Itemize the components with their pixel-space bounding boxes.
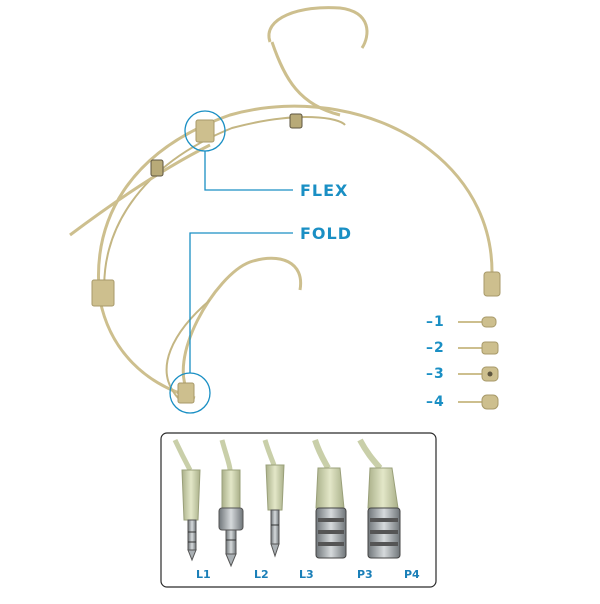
fold-leader-line xyxy=(189,232,293,373)
connector-label-l3: L3 xyxy=(299,568,314,581)
variant-label-2: –2 xyxy=(426,340,445,356)
variant-capsules xyxy=(458,316,499,410)
boom-block xyxy=(91,279,115,307)
connector-p3-image xyxy=(312,439,347,559)
variant-label-4: –4 xyxy=(426,394,445,410)
joint-top xyxy=(289,113,303,129)
connector-label-l1: L1 xyxy=(196,568,211,581)
connector-l3-image xyxy=(262,439,285,558)
flex-leader-line xyxy=(204,151,293,191)
lower-ear-hook xyxy=(181,256,303,396)
connector-l1-image xyxy=(172,438,201,562)
mic-capsule-main xyxy=(483,271,501,297)
fold-joint xyxy=(177,382,195,404)
fold-label: FOLD xyxy=(300,224,353,243)
connector-label-l2: L2 xyxy=(254,568,269,581)
flex-joint xyxy=(195,119,215,143)
connector-p4-image xyxy=(357,438,401,559)
flex-label: FLEX xyxy=(300,181,349,200)
connector-label-p3: P3 xyxy=(357,568,373,581)
upper-ear-hook xyxy=(267,6,369,49)
connector-label-p4: P4 xyxy=(404,568,420,581)
joint-small xyxy=(150,159,164,177)
connector-l2-image xyxy=(218,439,244,568)
headband-wire-inner xyxy=(103,116,346,301)
variant-label-3: –3 xyxy=(426,366,445,382)
variant-label-1: –1 xyxy=(426,314,445,330)
headband-wire-outer xyxy=(97,104,494,301)
